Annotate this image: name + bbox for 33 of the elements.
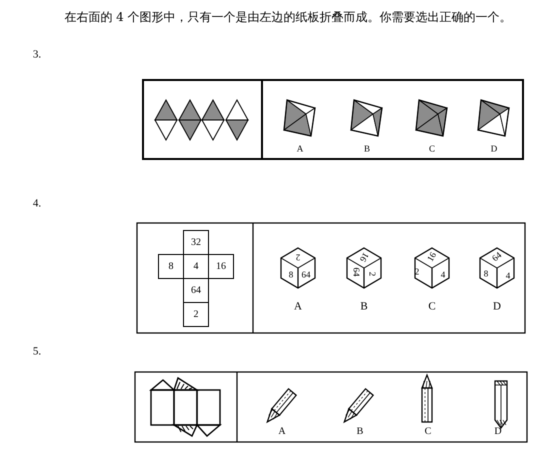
face-number: 8 [484, 270, 488, 278]
option-label: A [294, 302, 302, 312]
face-number: 16 [358, 250, 370, 264]
face-number: 2 [296, 252, 300, 262]
instruction-text: 在右面的 4 个图形中，只有一个是由左边的纸板折叠而成。你需要选出正确的一个。 [64, 11, 512, 23]
option-label: C [428, 302, 436, 312]
question-number: 4. [32, 198, 42, 210]
option-label: D [493, 302, 501, 312]
face-number: 2 [368, 272, 376, 276]
option-label: B [360, 302, 368, 312]
option-label: B [356, 427, 364, 437]
face-number: 64 [490, 250, 504, 264]
option-label: C [429, 144, 435, 154]
face-number: 16 [426, 250, 438, 264]
net-face: 32 [183, 230, 209, 255]
option-label: C [424, 427, 432, 437]
face-number: 64 [352, 268, 360, 276]
net-face: 64 [183, 278, 209, 303]
question-number: 3. [32, 50, 42, 60]
option-label: B [364, 144, 370, 154]
face-number: 4 [506, 272, 510, 280]
option-label: A [278, 427, 286, 437]
option-label: D [490, 144, 498, 154]
face-number: 2 [414, 268, 420, 276]
option-label: D [494, 427, 502, 437]
face-number: 4 [440, 270, 446, 280]
net-face: 8 [158, 254, 184, 279]
net-face: 2 [183, 302, 209, 327]
question-number: 5. [32, 346, 42, 358]
option-label: A [296, 144, 304, 154]
net-face: 16 [208, 254, 234, 279]
face-number: 8 [288, 270, 294, 280]
face-number: 64 [302, 270, 310, 280]
